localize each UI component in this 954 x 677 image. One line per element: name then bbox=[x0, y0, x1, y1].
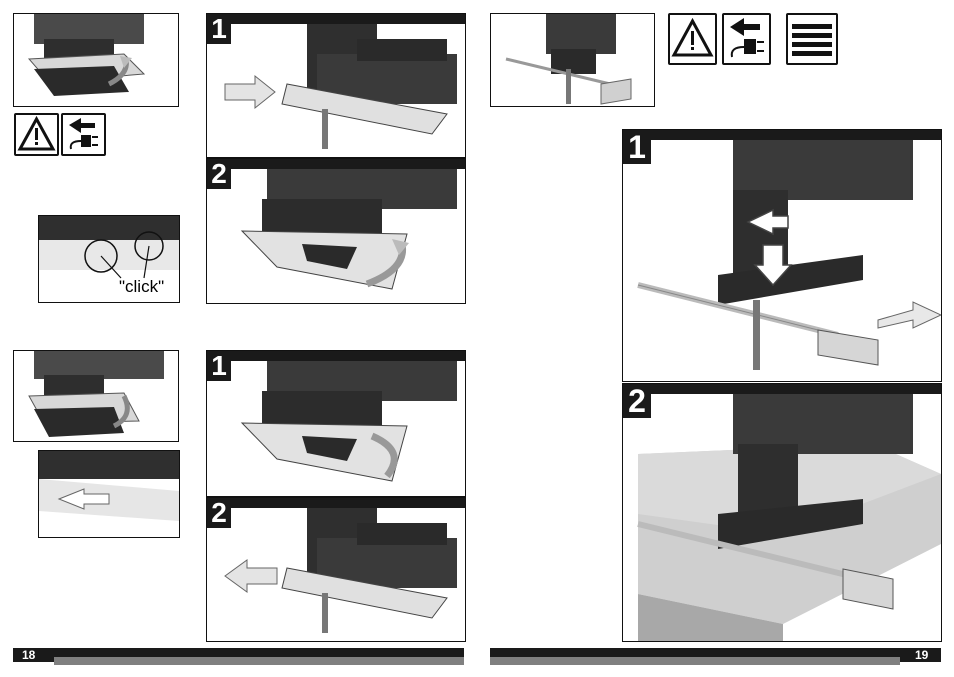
section-a-step-1-panel: 1 bbox=[206, 13, 466, 158]
section-b-step-2-panel: 2 bbox=[206, 497, 466, 642]
right-step-1-panel: 1 bbox=[622, 129, 942, 382]
click-detail-inset: "click" bbox=[38, 215, 180, 303]
overview-thumbnail-top bbox=[13, 13, 179, 107]
overview-thumbnail-right bbox=[490, 13, 655, 107]
right-footer-grey bbox=[490, 657, 900, 665]
right-step-2-panel: 2 bbox=[622, 383, 942, 642]
page-number-left: 18 bbox=[22, 648, 35, 662]
release-detail-inset bbox=[38, 450, 180, 538]
blade-icon bbox=[786, 13, 838, 65]
page-number-right: 19 bbox=[915, 648, 928, 662]
warning-icon bbox=[668, 13, 717, 65]
section-a-step-2-panel: 2 bbox=[206, 158, 466, 304]
overview-thumbnail-bottom bbox=[13, 350, 179, 442]
unplug-icon bbox=[722, 13, 771, 65]
left-footer-grey bbox=[54, 657, 464, 665]
warning-icon bbox=[14, 113, 59, 156]
section-b-step-1-panel: 1 bbox=[206, 350, 466, 497]
click-label: "click" bbox=[119, 277, 164, 297]
unplug-icon bbox=[61, 113, 106, 156]
